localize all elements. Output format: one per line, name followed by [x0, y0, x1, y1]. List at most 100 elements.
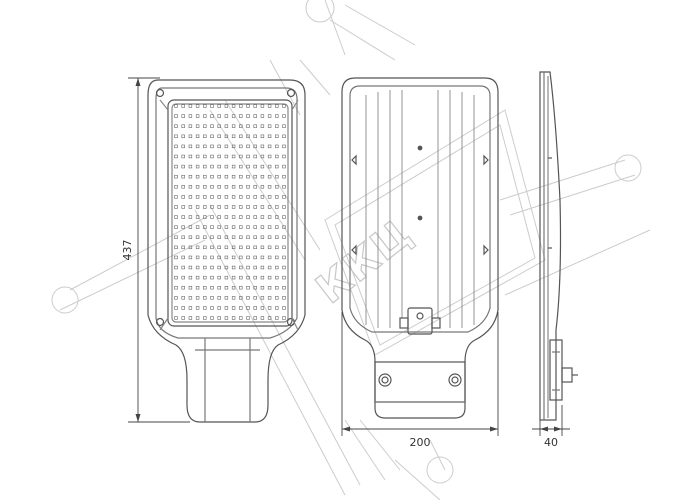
- led-chip: [267, 114, 272, 118]
- screw-icon: [155, 317, 165, 327]
- led-chip: [267, 134, 272, 138]
- led-chip: [210, 265, 214, 270]
- led-chip: [174, 286, 178, 290]
- led-chip: [203, 114, 207, 118]
- led-chip: [267, 265, 272, 270]
- led-chip: [231, 144, 236, 149]
- led-chip: [217, 185, 221, 189]
- led-chip: [188, 205, 193, 209]
- screw-icon: [155, 88, 165, 98]
- led-panel: [167, 99, 293, 327]
- led-chip: [239, 195, 243, 199]
- led-chip: [260, 195, 265, 199]
- led-chip: [231, 265, 236, 270]
- led-chip: [181, 205, 185, 209]
- led-chip: [275, 185, 279, 189]
- led-chip: [188, 144, 193, 149]
- led-chip: [188, 164, 193, 169]
- led-chip: [253, 225, 257, 229]
- led-chip: [210, 245, 214, 250]
- led-chip: [260, 205, 265, 209]
- led-chip: [253, 195, 257, 199]
- led-chip: [260, 124, 265, 128]
- led-chip: [275, 296, 279, 300]
- led-chip: [210, 225, 214, 229]
- led-chip: [188, 296, 193, 300]
- led-chip: [195, 104, 200, 108]
- led-chip: [181, 245, 185, 250]
- led-chip: [275, 255, 279, 260]
- led-chip: [246, 164, 250, 169]
- led-chip: [203, 286, 207, 290]
- led-chip: [253, 134, 257, 138]
- led-chip: [174, 316, 178, 320]
- led-chip: [267, 144, 272, 149]
- led-chip: [181, 164, 185, 169]
- led-chip: [231, 255, 236, 260]
- led-chip: [275, 265, 279, 270]
- led-chip: [188, 134, 193, 138]
- led-chip: [246, 245, 250, 250]
- led-chip: [181, 185, 185, 189]
- led-chip: [231, 164, 236, 169]
- led-chip: [181, 144, 185, 149]
- led-chip: [246, 104, 250, 108]
- led-chip: [282, 114, 286, 118]
- rear-inner-outline: [349, 85, 491, 333]
- led-chip: [217, 114, 221, 118]
- led-chip: [231, 154, 236, 159]
- led-chip: [239, 174, 243, 179]
- led-chip: [217, 144, 221, 149]
- led-chip: [195, 114, 200, 118]
- led-chip: [239, 225, 243, 229]
- led-chip: [224, 316, 229, 320]
- led-chip: [217, 275, 221, 280]
- led-chip: [260, 255, 265, 260]
- front-view: [147, 79, 306, 423]
- led-chip: [246, 114, 250, 118]
- led-chip: [188, 195, 193, 199]
- led-chip: [217, 255, 221, 260]
- led-chip: [231, 215, 236, 219]
- front-neck-detail: [195, 338, 260, 422]
- led-chip: [246, 265, 250, 270]
- led-chip: [217, 225, 221, 229]
- led-chip: [246, 174, 250, 179]
- led-chip: [253, 286, 257, 290]
- led-chip: [275, 104, 279, 108]
- led-chip: [181, 265, 185, 270]
- led-chip: [224, 104, 229, 108]
- led-chip: [224, 144, 229, 149]
- led-chip: [217, 296, 221, 300]
- led-chip: [203, 144, 207, 149]
- led-chip: [282, 265, 286, 270]
- led-chip: [260, 235, 265, 239]
- led-chip: [210, 195, 214, 199]
- led-chip: [210, 306, 214, 310]
- led-chip: [224, 124, 229, 128]
- led-chip: [203, 195, 207, 199]
- bolt-icon: [448, 373, 462, 387]
- led-chip: [246, 154, 250, 159]
- led-chip: [203, 154, 207, 159]
- led-chip: [203, 205, 207, 209]
- bolt-icon: [378, 373, 392, 387]
- led-chip: [224, 286, 229, 290]
- led-chip: [282, 306, 286, 310]
- led-chip: [239, 205, 243, 209]
- led-chip: [253, 124, 257, 128]
- led-chip: [224, 296, 229, 300]
- led-chip: [231, 296, 236, 300]
- led-chip: [174, 154, 178, 159]
- led-chip: [174, 185, 178, 189]
- led-chip: [224, 255, 229, 260]
- led-chip: [195, 124, 200, 128]
- led-chip: [282, 255, 286, 260]
- led-chip: [210, 104, 214, 108]
- led-chip: [231, 205, 236, 209]
- led-chip: [181, 316, 185, 320]
- led-chip: [195, 275, 200, 280]
- led-chip: [260, 245, 265, 250]
- width-label: 200: [410, 436, 431, 449]
- led-chip: [253, 296, 257, 300]
